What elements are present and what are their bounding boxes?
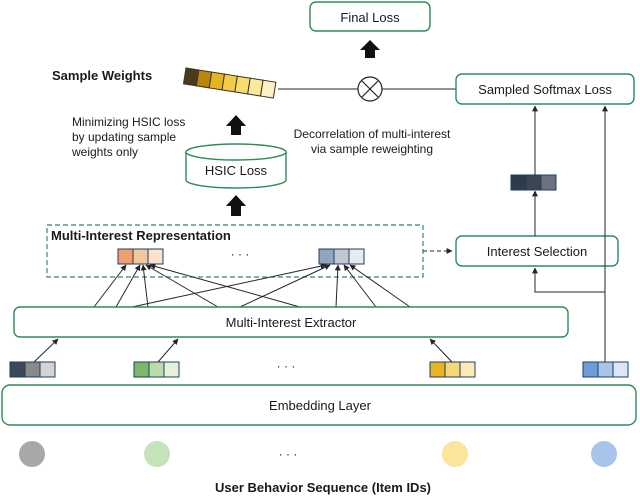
- embedding-vector-2-cell-2: [148, 361, 165, 378]
- arrow-representation-to-hsic: [226, 195, 246, 216]
- embedding-vector-3-cell-1: [429, 361, 446, 378]
- hsic-note-line-3: weights only: [71, 145, 138, 159]
- item-circle-1: [19, 441, 45, 467]
- embedding-vector-3-cell-2: [444, 361, 461, 378]
- interest-selection-box: [455, 235, 619, 267]
- selected-cell-3: [540, 174, 557, 191]
- embedding-connections: [33, 338, 453, 363]
- selected-cell-2: [525, 174, 542, 191]
- embedding-vector-4-cell-3: [612, 361, 629, 378]
- user-behavior-sequence-label: User Behavior Sequence (Item IDs): [215, 480, 431, 495]
- arrow-hsic-to-weights: [226, 115, 246, 135]
- interest-vector-1-cell-2: [132, 248, 149, 265]
- item-circle-3: [442, 441, 468, 467]
- interest-vectors: [117, 248, 365, 265]
- item-circle-4: [591, 441, 617, 467]
- interest-selection-label: Interest Selection: [487, 244, 587, 259]
- embedding-vector-1-cell-3: [39, 361, 56, 378]
- embedding-layer-box: [1, 384, 637, 426]
- embedding-ellipsis: · · ·: [277, 359, 296, 373]
- interest-vector-2-cell-2: [333, 248, 350, 265]
- multiply-operator-icon: [357, 76, 383, 102]
- item-circle-2: [144, 441, 170, 467]
- sample-weights-label: Sample Weights: [52, 68, 152, 83]
- multi-interest-representation-label: Multi-Interest Representation: [51, 228, 231, 243]
- multi-interest-extractor-label: Multi-Interest Extractor: [226, 315, 357, 330]
- arrow-to-final-loss: [360, 40, 380, 58]
- embedding-vector-3-cell-3: [459, 361, 476, 378]
- extractor-connections: [93, 263, 411, 308]
- representation-ellipsis: · · ·: [231, 247, 250, 261]
- selected-interest-vector: [510, 174, 557, 191]
- selected-cell-1: [510, 174, 527, 191]
- embedding-vector-4-cell-2: [597, 361, 614, 378]
- embedding-vectors: [9, 361, 629, 378]
- sample-weights-vector: [182, 67, 277, 99]
- final-loss-box: [309, 1, 431, 32]
- decorrelation-note-line-1: Decorrelation of multi-interest: [294, 127, 451, 141]
- embedding-vector-1-cell-2: [24, 361, 41, 378]
- hsic-loss-label: HSIC Loss: [205, 163, 268, 178]
- sampled-softmax-loss-label: Sampled Softmax Loss: [478, 82, 612, 97]
- interest-vector-1-cell-1: [117, 248, 134, 265]
- embedding-vector-1-cell-1: [9, 361, 26, 378]
- embedding-vector-2-cell-1: [133, 361, 150, 378]
- embedding-vector-4-cell-1: [582, 361, 599, 378]
- interest-vector-2-cell-3: [348, 248, 365, 265]
- interest-vector-1-cell-3: [147, 248, 164, 265]
- multi-interest-extractor-box: [13, 306, 569, 338]
- final-loss-label: Final Loss: [340, 10, 400, 25]
- embedding-vector-2-cell-3: [163, 361, 180, 378]
- arrow-target-to-selection: [532, 267, 605, 293]
- hsic-note-line-1: Minimizing HSIC loss: [72, 115, 185, 129]
- sampled-softmax-loss-box: [455, 73, 635, 105]
- interest-vector-2-cell-1: [318, 248, 335, 265]
- embedding-layer-label: Embedding Layer: [269, 398, 372, 413]
- hsic-note-line-2: by updating sample: [72, 130, 176, 144]
- hsic-loss-cylinder: [185, 143, 287, 189]
- weight-cell-7: [259, 79, 277, 99]
- item-ellipsis: · · ·: [279, 447, 298, 461]
- decorrelation-note-line-2: via sample reweighting: [311, 142, 433, 156]
